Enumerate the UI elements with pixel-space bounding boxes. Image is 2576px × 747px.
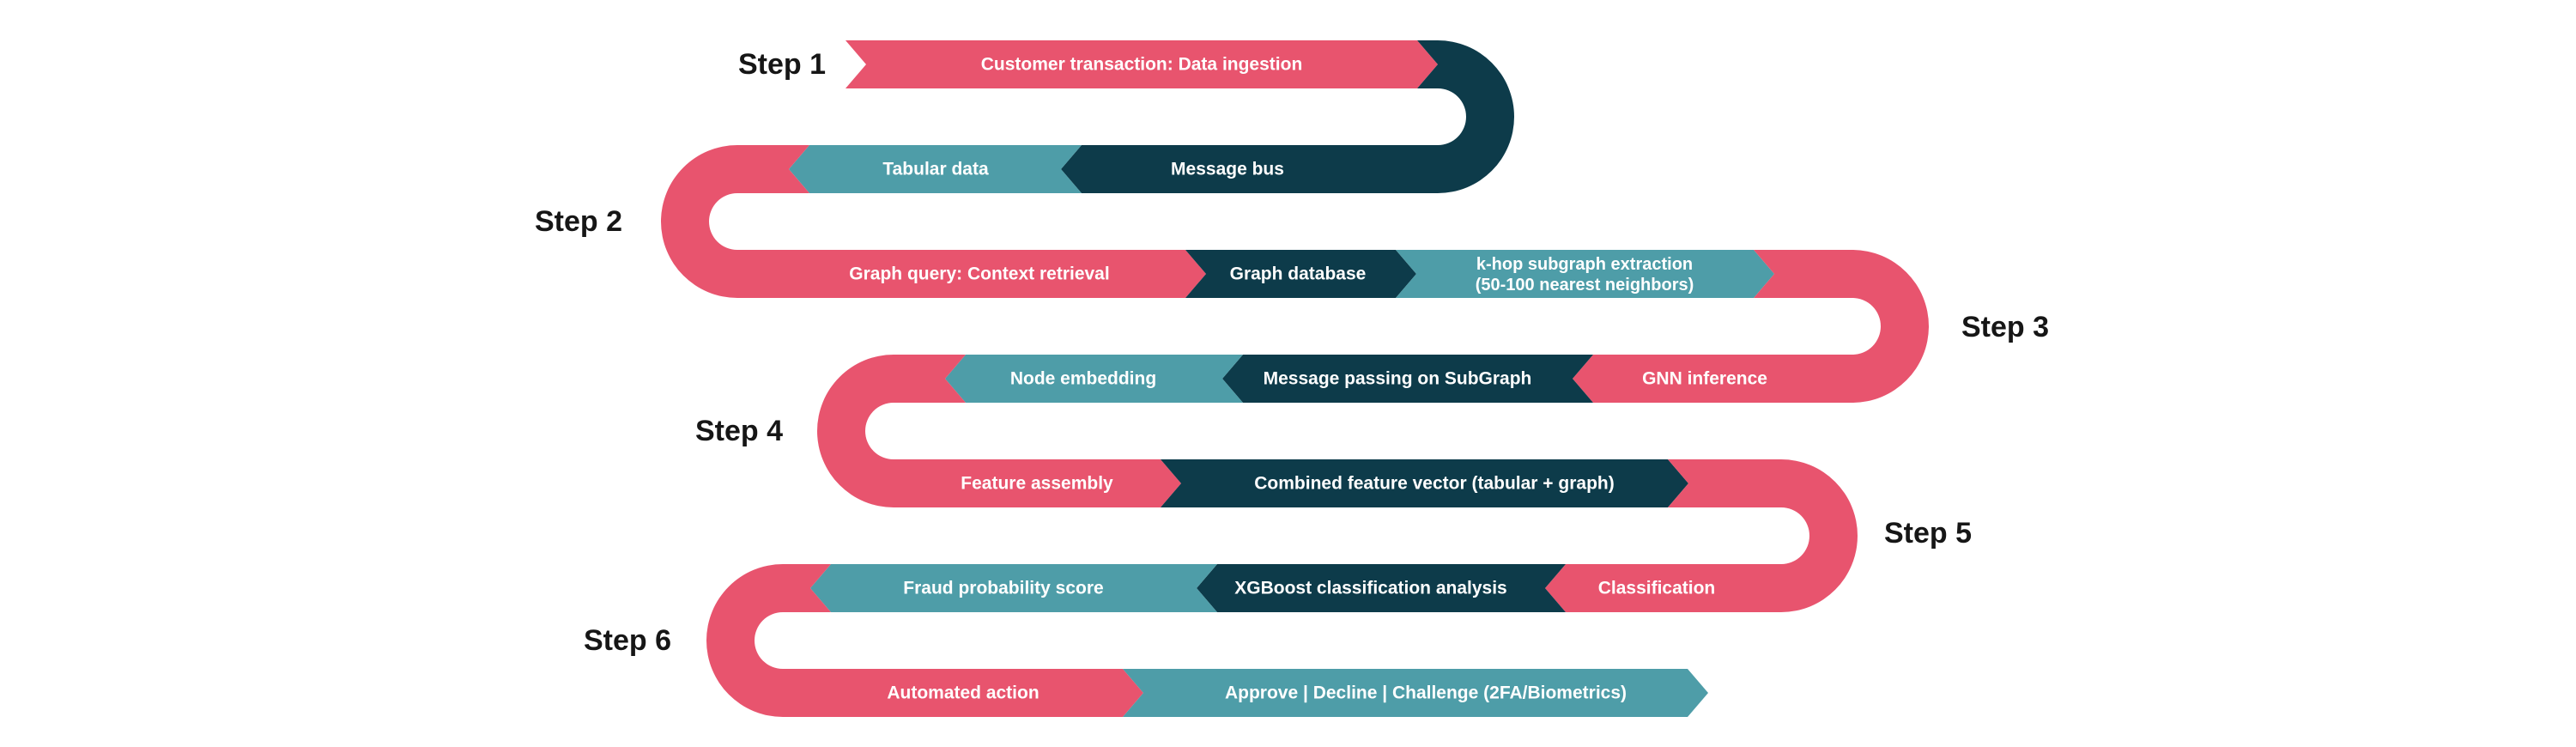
label-khop-line2: (50-100 nearest neighbors) xyxy=(1476,276,1694,295)
segment-graph-database xyxy=(1185,250,1416,298)
label-combined-vector: Combined feature vector (tabular + graph… xyxy=(1254,474,1615,494)
segment-xgboost xyxy=(1197,564,1566,612)
label-message-passing: Message passing on SubGraph xyxy=(1264,369,1532,389)
segment-data-ingestion xyxy=(846,40,1438,88)
step-3-label: Step 3 xyxy=(1961,311,2049,343)
label-automated-action: Automated action xyxy=(887,683,1039,703)
label-decision: Approve | Decline | Challenge (2FA/Biome… xyxy=(1225,683,1627,703)
segment-combined-vector xyxy=(1161,459,1688,507)
label-fraud-score: Fraud probability score xyxy=(903,579,1103,598)
label-classification: Classification xyxy=(1598,579,1716,598)
segment-automated-action-uturn xyxy=(706,564,1143,717)
step-5-label: Step 5 xyxy=(1884,517,1972,550)
label-feature-assembly: Feature assembly xyxy=(961,474,1113,494)
segment-decision xyxy=(1123,669,1708,717)
label-tabular-data: Tabular data xyxy=(882,160,989,179)
segment-message-bus-uturn xyxy=(1061,40,1514,193)
step-2-label: Step 2 xyxy=(535,205,622,238)
label-message-bus: Message bus xyxy=(1171,160,1284,179)
label-graph-query: Graph query: Context retrieval xyxy=(849,264,1109,284)
label-xgboost: XGBoost classification analysis xyxy=(1234,579,1506,598)
label-gnn-inference: GNN inference xyxy=(1642,369,1767,389)
segment-tabular-data xyxy=(789,145,1082,193)
step-6-label: Step 6 xyxy=(584,624,671,657)
segment-node-embedding xyxy=(945,355,1243,403)
segment-khop-extraction xyxy=(1396,250,1774,298)
segment-feature-assembly-uturn xyxy=(817,355,1181,507)
step-4-label: Step 4 xyxy=(695,415,783,447)
label-khop-line1: k-hop subgraph extraction xyxy=(1476,255,1693,274)
segment-fraud-score xyxy=(810,564,1217,612)
step-1-label: Step 1 xyxy=(738,48,826,81)
label-graph-database: Graph database xyxy=(1230,264,1367,284)
label-data-ingestion: Customer transaction: Data ingestion xyxy=(981,55,1303,75)
segment-classification-uturn xyxy=(1545,459,1858,612)
segment-gnn-inference-uturn xyxy=(1573,250,1929,403)
segment-graph-query-uturn xyxy=(661,145,1206,298)
label-node-embedding: Node embedding xyxy=(1010,369,1156,389)
segment-message-passing xyxy=(1222,355,1593,403)
